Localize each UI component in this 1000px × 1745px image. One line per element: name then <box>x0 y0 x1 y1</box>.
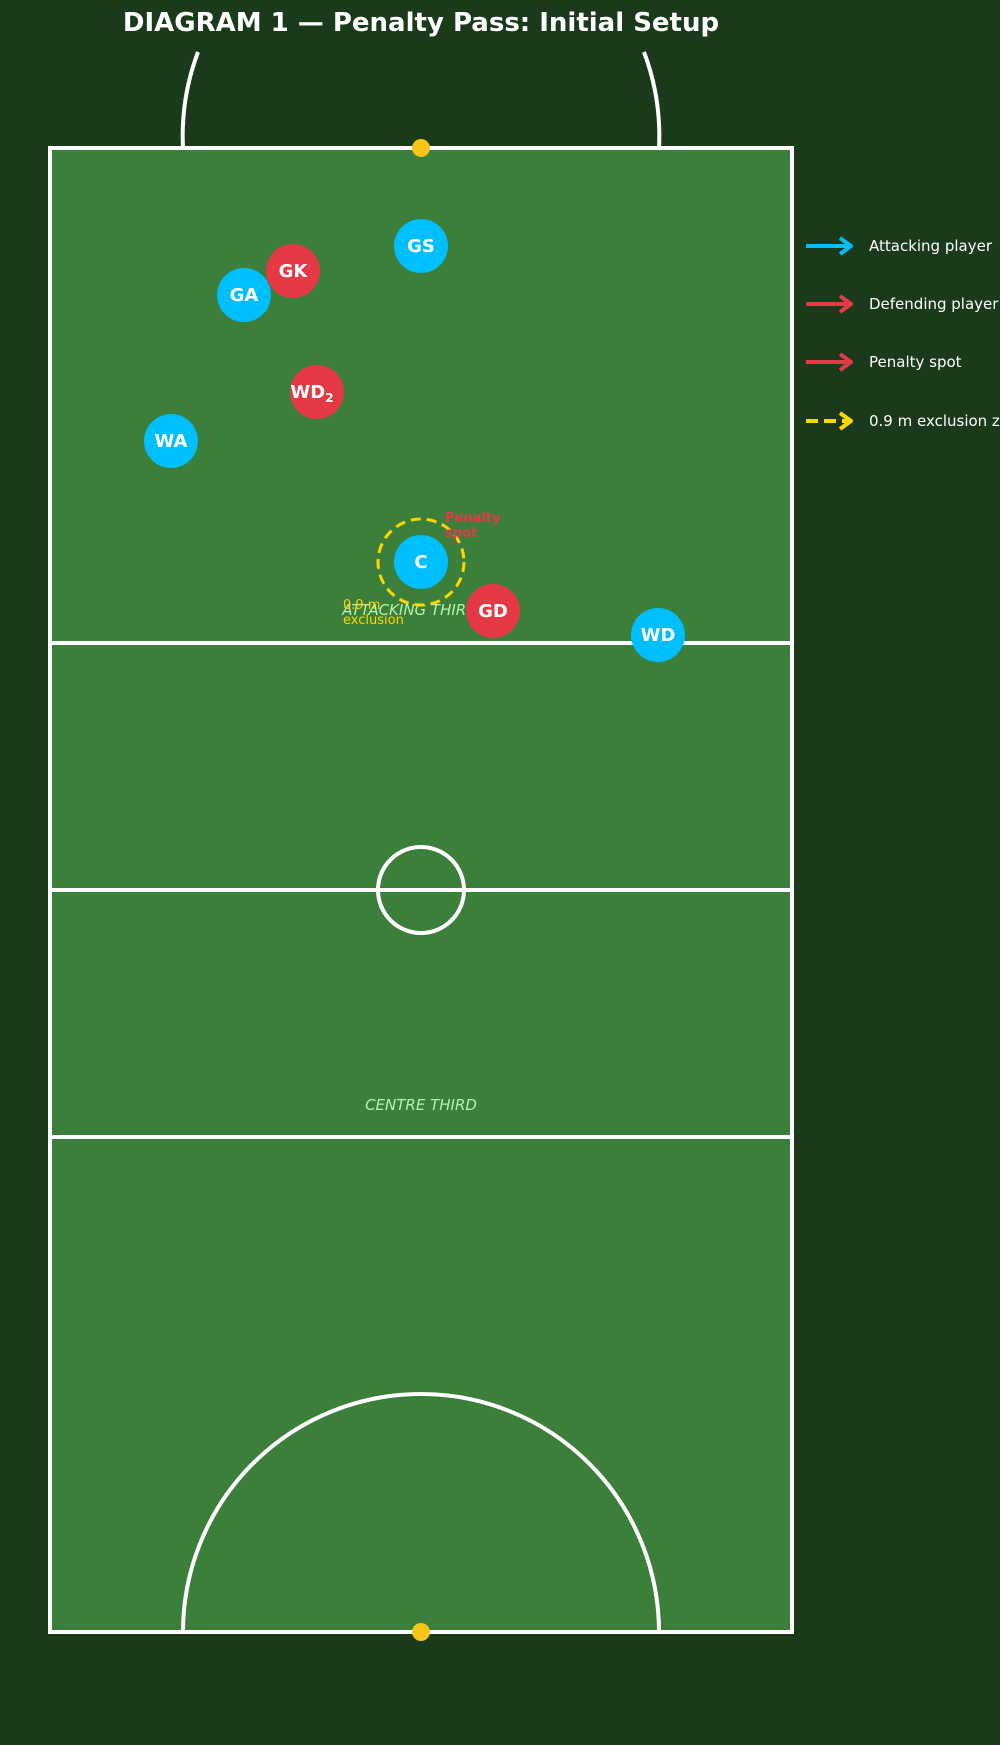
player-ga: GA <box>217 268 271 322</box>
legend-item-penalty-spot: Penalty spot <box>806 352 962 372</box>
player-wd: WD <box>631 608 685 662</box>
player-wd2: WD2 <box>290 365 344 419</box>
exclusion-line-2: exclusion <box>343 613 404 628</box>
penalty-spot-line-1: Penalty <box>445 511 501 526</box>
player-wa: WA <box>144 414 198 468</box>
legend-label-penalty-spot: Penalty spot <box>869 353 962 371</box>
penalty-spot-annotation: Penalty spot <box>445 511 505 541</box>
player-gd-label: GD <box>478 601 508 622</box>
exclusion-zone <box>376 517 466 607</box>
bottom-goal-circle <box>181 1392 661 1633</box>
player-wa-label: WA <box>155 431 188 452</box>
legend-label-defending: Defending player <box>869 295 999 313</box>
attacking-third-label: ATTACKING THIRD <box>341 601 478 619</box>
player-gs-label: GS <box>407 236 435 257</box>
legend: Attacking player Defending player Penalt… <box>806 236 1000 431</box>
diagram-title: DIAGRAM 1 — Penalty Pass: Initial Setup <box>122 8 720 38</box>
legend-label-attacking: Attacking player <box>869 237 993 255</box>
legend-item-attacking: Attacking player <box>806 236 993 256</box>
top-goal-post <box>412 139 430 157</box>
exclusion-annotation: 0.9 m exclusion <box>343 598 404 628</box>
centre-circle <box>376 845 466 935</box>
player-wd-label: WD <box>641 625 676 646</box>
legend-label-exclusion: 0.9 m exclusion zone <box>869 412 1000 430</box>
top-goal-circle <box>180 51 662 149</box>
player-gk-label: GK <box>279 261 309 282</box>
player-wd2-label: WD2 <box>290 382 333 405</box>
player-gs: GS <box>394 219 448 273</box>
player-gk: GK <box>266 244 320 298</box>
legend-item-exclusion: 0.9 m exclusion zone <box>806 411 1000 431</box>
exclusion-line-1: 0.9 m <box>343 598 380 613</box>
bottom-goal-post <box>412 1623 430 1641</box>
player-ga-label: GA <box>230 285 259 306</box>
player-c-label: C <box>414 552 427 573</box>
player-gd: GD <box>466 584 520 638</box>
centre-third-label: CENTRE THIRD <box>365 1096 477 1114</box>
player-wd2-subscript: 2 <box>325 391 333 405</box>
player-c: C <box>394 535 448 589</box>
penalty-spot-line-2: spot <box>445 526 477 541</box>
legend-item-defending: Defending player <box>806 294 999 314</box>
player-wd2-main: WD <box>290 382 325 403</box>
